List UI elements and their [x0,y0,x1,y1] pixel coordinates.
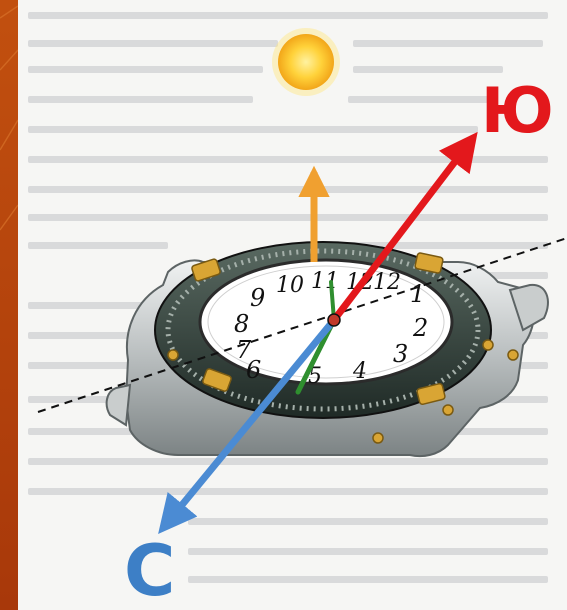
north-label: С [124,530,175,610]
dial-number-11: 11 [311,269,339,294]
dial-number-10: 10 [276,273,304,298]
dial-center-pivot [328,314,340,326]
dial-number-1: 1 [410,280,425,308]
diagram-panel: 12 12 1 2 3 4 5 6 7 8 9 10 11 Ю С [18,0,567,610]
dial-number-3: 3 [393,340,408,368]
south-label: Ю [481,74,554,147]
sun-icon [272,28,340,96]
dial-number-7: 7 [236,336,252,364]
dial-number-9: 9 [250,284,265,312]
dial-number-8: 8 [234,310,249,338]
dial-number-12b: 12 [373,270,401,295]
dial-number-2: 2 [412,314,428,342]
dial-number-4: 4 [352,359,367,384]
